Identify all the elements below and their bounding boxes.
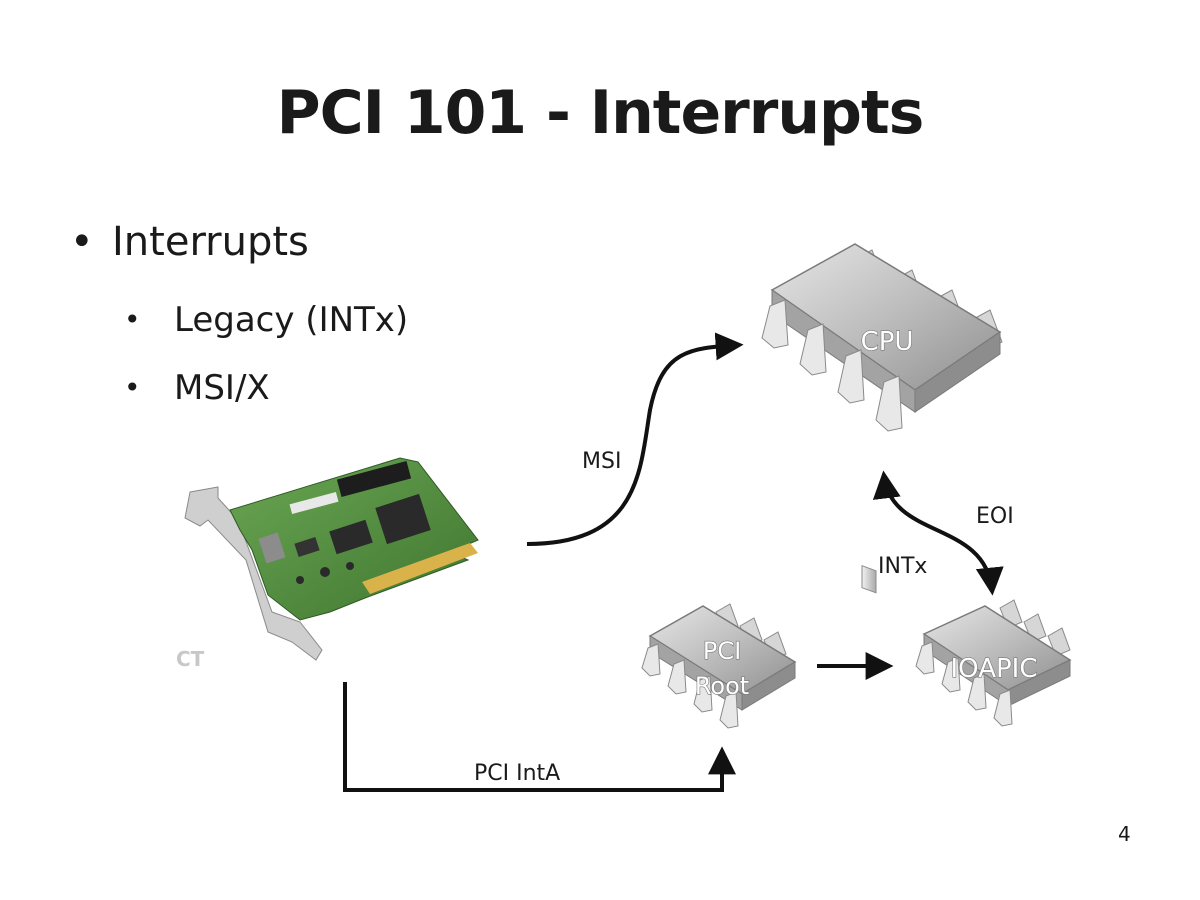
ioapic-label: IOAPIC	[951, 654, 1038, 684]
sub-bullet-list: Legacy (INTx) MSI/X	[70, 286, 408, 422]
cpu-label: CPU	[861, 327, 914, 357]
ioapic-chip-icon: IOAPIC	[915, 599, 1072, 727]
cpu-chip-icon: CPU	[761, 243, 1003, 594]
bullet-msi-x: MSI/X	[124, 354, 408, 422]
sub-bullets: Legacy (INTx) MSI/X	[70, 286, 408, 422]
pci-inta-arrow	[343, 682, 736, 792]
page-number: 4	[1118, 822, 1131, 846]
bullet-interrupts: Interrupts	[70, 212, 408, 272]
bullet-interrupts-label: Interrupts	[112, 219, 309, 265]
image-watermark: CT	[176, 647, 205, 671]
msi-label: MSI	[582, 449, 621, 474]
nic-card-icon: CT	[163, 455, 525, 680]
intx-label: INTx	[878, 554, 927, 579]
msi-arrow	[526, 332, 744, 546]
bullet-legacy-intx: Legacy (INTx)	[124, 286, 408, 354]
intx-eoi-arrow	[872, 470, 1004, 596]
pci-root-chip-icon: PCI Root	[641, 603, 797, 729]
bullet-list: Interrupts Legacy (INTx) MSI/X	[70, 212, 408, 422]
eoi-label: EOI	[976, 504, 1014, 529]
pci-root-label-line2: Root	[695, 672, 749, 700]
pci-inta-label: PCI IntA	[474, 761, 560, 786]
pci-root-label-line1: PCI	[703, 637, 741, 665]
slide-title: PCI 101 - Interrupts	[276, 78, 925, 148]
